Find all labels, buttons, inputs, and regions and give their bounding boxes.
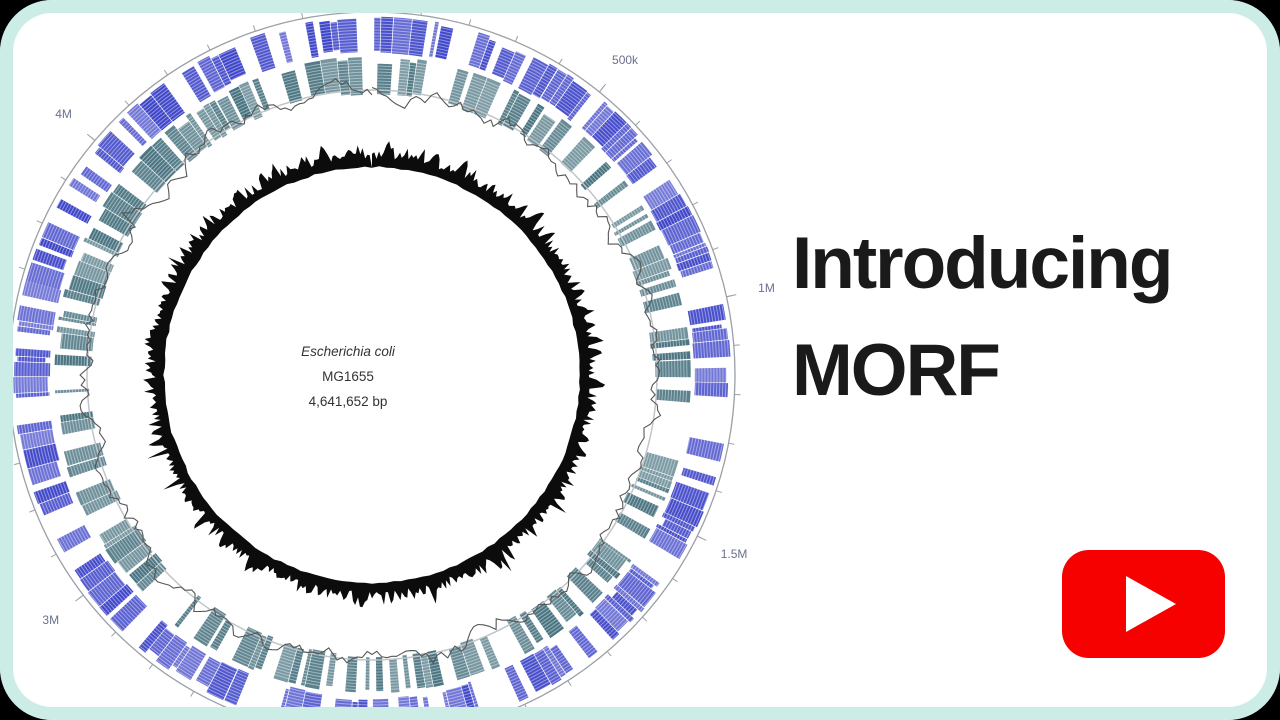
axis-tick (111, 631, 117, 637)
gc-content-line-path (79, 77, 662, 665)
axis-tick (29, 509, 36, 513)
axis-tick-label: 1.5M (721, 547, 748, 561)
axis-tick-label: 1M (758, 281, 775, 295)
reverse-strand-genes-ring (54, 57, 691, 693)
video-title: Introducing MORF (792, 210, 1173, 424)
axis-tick (672, 578, 678, 583)
axis-label-tick (86, 133, 96, 141)
genome-size: 4,641,652 bp (308, 394, 388, 409)
axis-tick (60, 176, 67, 181)
axis-tick (666, 159, 672, 164)
axis-tick (50, 553, 57, 558)
axis-tick (642, 616, 648, 622)
axis-tick (13, 462, 20, 466)
forward-strand-genes-ring (13, 16, 731, 720)
axis-tick (715, 490, 722, 494)
youtube-play-icon (1126, 576, 1176, 632)
axis-tick (524, 704, 528, 710)
axis-tick (163, 69, 169, 76)
axis-tick (235, 712, 239, 719)
axis-tick (514, 35, 519, 42)
video-title-line1: Introducing (792, 223, 1173, 304)
play-triangle-icon (1126, 576, 1176, 632)
axis-tick (728, 442, 735, 445)
axis-tick (148, 663, 154, 670)
youtube-play-button[interactable] (1062, 550, 1225, 658)
axis-tick (558, 58, 563, 65)
axis-tick (635, 120, 641, 126)
organism-name: Escherichia coli (301, 344, 395, 359)
axis-tick-label: 4M (55, 107, 72, 121)
axis-tick (206, 44, 211, 51)
axis-label-tick (598, 83, 607, 93)
axis-tick (468, 19, 472, 26)
axis-tick (124, 100, 130, 106)
axis-tick (5, 414, 12, 416)
axis-tick (36, 220, 43, 224)
video-title-line2: MORF (792, 330, 1001, 411)
axis-tick (190, 690, 195, 697)
axis-tick-label: 3M (42, 613, 59, 627)
axis-tick (692, 201, 699, 206)
axis-tick (301, 12, 304, 19)
axis-label-tick (726, 294, 737, 298)
gc-baseline-circle (86, 89, 658, 661)
axis-tick (18, 266, 25, 270)
axis-tick (712, 247, 719, 251)
axis-tick (420, 9, 423, 16)
axis-tick (7, 315, 14, 318)
axis-tick (606, 651, 612, 657)
axis-tick (567, 680, 572, 687)
axis-tick (252, 25, 256, 32)
axis-label-tick (697, 535, 707, 541)
genome-center-label: Escherichia coli MG1655 4,641,652 bp (238, 339, 458, 414)
axis-label-tick (75, 594, 84, 602)
axis-tick-label: 500k (612, 53, 639, 67)
strain-name: MG1655 (322, 369, 374, 384)
